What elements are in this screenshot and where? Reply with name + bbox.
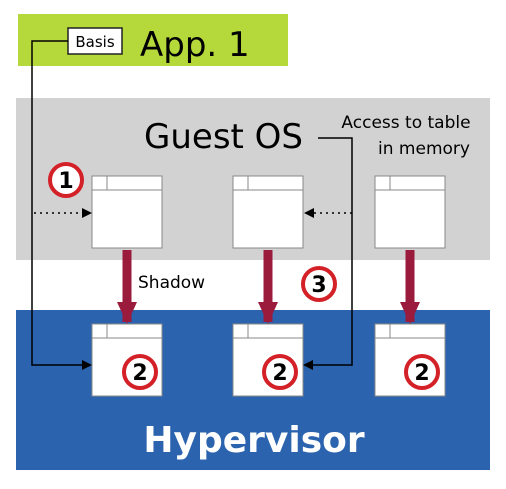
svg-text:2: 2 xyxy=(272,361,287,386)
app-title: App. 1 xyxy=(140,25,250,65)
svg-text:1: 1 xyxy=(58,169,73,194)
marker-2c: 2 xyxy=(404,354,440,390)
shadow-label: Shadow xyxy=(138,273,205,293)
basis-connector xyxy=(31,40,92,370)
marker-2a: 2 xyxy=(122,354,158,390)
guest-table-3 xyxy=(374,175,446,249)
svg-text:2: 2 xyxy=(414,361,429,386)
marker-2b: 2 xyxy=(262,354,298,390)
guest-os-title: Guest OS xyxy=(144,117,303,157)
app-box xyxy=(18,14,288,66)
basis-label: Basis xyxy=(75,33,114,51)
marker-3: 3 xyxy=(301,266,337,302)
access-note-line1: Access to table xyxy=(341,113,470,133)
basis-tag xyxy=(67,27,123,55)
svg-text:3: 3 xyxy=(311,273,326,298)
guest-table-1 xyxy=(91,175,163,249)
guest-table-2 xyxy=(232,175,304,249)
hypervisor-title: Hypervisor xyxy=(143,420,365,461)
access-note-line2: in memory xyxy=(378,139,470,159)
marker-1: 1 xyxy=(48,162,84,198)
access-connector-down xyxy=(303,137,353,370)
svg-text:2: 2 xyxy=(132,361,147,386)
